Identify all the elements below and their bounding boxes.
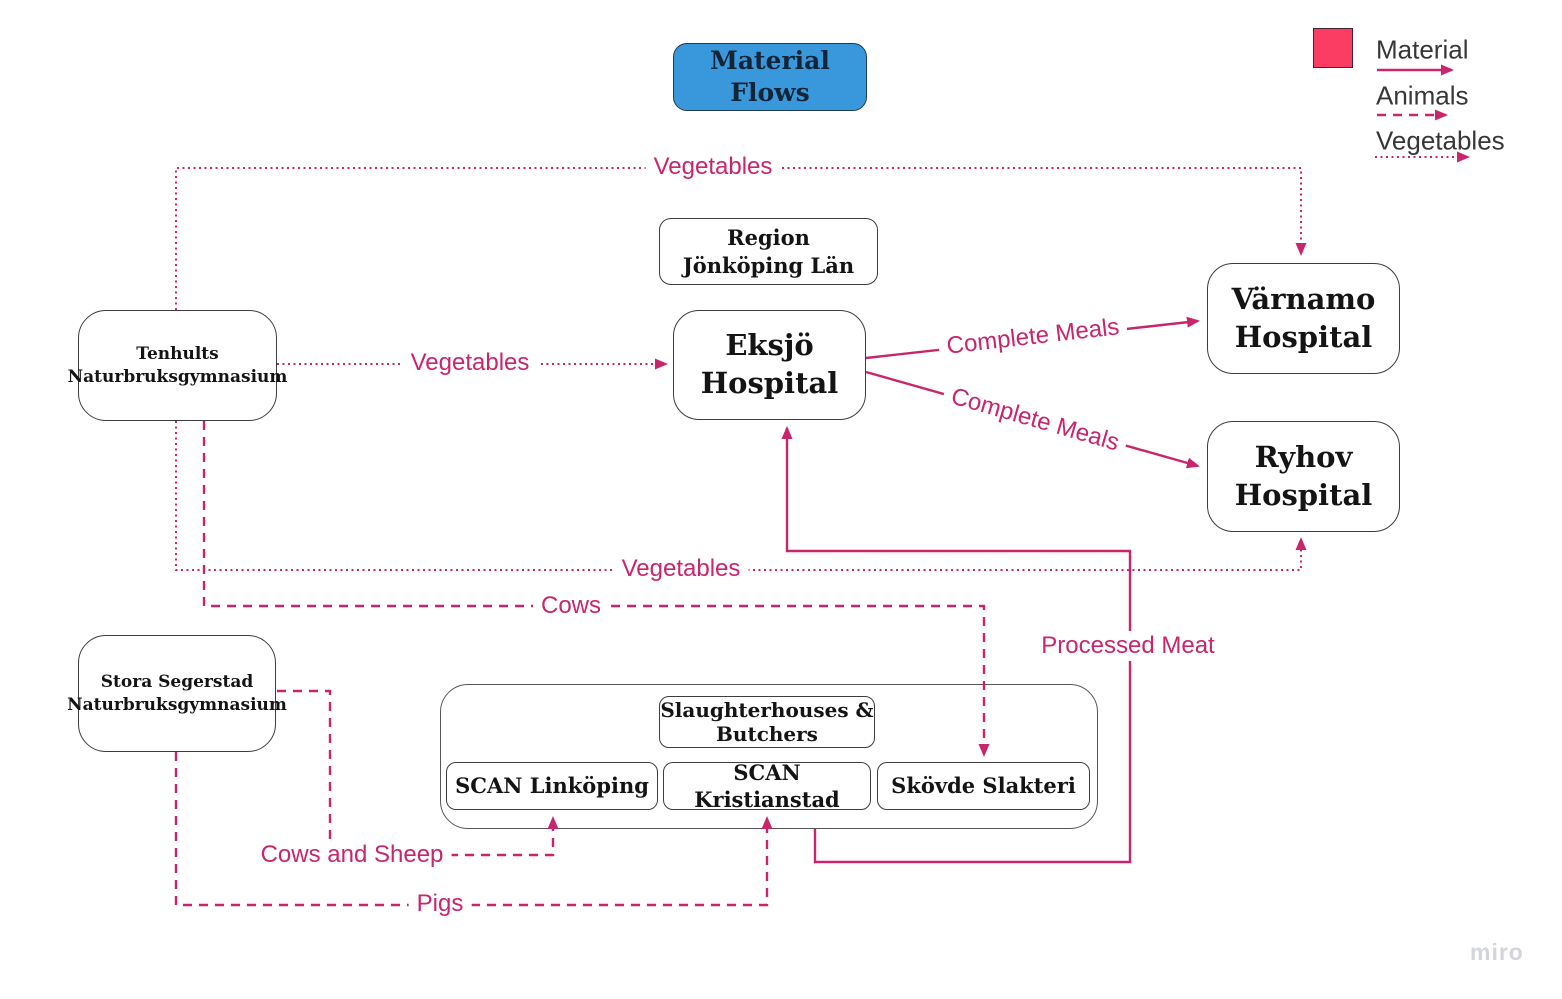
edge-pigs-stora-to-scan-kristianstad[interactable] xyxy=(174,752,773,907)
miro-watermark: miro xyxy=(1470,939,1524,965)
edge-label-processed-meat[interactable]: Processed Meat xyxy=(1033,631,1223,661)
legend-item-animals[interactable]: Animals xyxy=(1376,80,1469,111)
node-stora-segerstad-naturbruksgymnasium[interactable]: Stora Segerstad Naturbruksgymnasium xyxy=(67,635,287,752)
edge-label-cows[interactable]: Cows xyxy=(532,591,610,621)
node-tenhults-naturbruksgymnasium[interactable]: Tenhults Naturbruksgymnasium xyxy=(68,310,287,421)
edge-label-vegetables-top[interactable]: Vegetables xyxy=(645,152,781,182)
edge-label-vegetables-middle[interactable]: Vegetables xyxy=(402,348,538,378)
legend-color-swatch[interactable] xyxy=(1313,28,1353,68)
node-scan-linkoping[interactable]: SCAN Linköping xyxy=(446,762,658,810)
node-region-jonkoping-lan[interactable]: Region Jönköping Län xyxy=(659,218,878,285)
node-scan-kristianstad[interactable]: SCAN Kristianstad xyxy=(663,760,871,812)
legend-item-vegetables[interactable]: Vegetables xyxy=(1376,125,1505,156)
edge-vegetables-tenhults-to-ryhov[interactable] xyxy=(175,421,1307,571)
node-varnamo-hospital[interactable]: Värnamo Hospital xyxy=(1207,263,1400,374)
diagram-title-shape[interactable]: Material Flows xyxy=(673,43,867,111)
edge-label-cows-and-sheep[interactable]: Cows and Sheep xyxy=(252,840,452,870)
edge-label-vegetables-bottom[interactable]: Vegetables xyxy=(613,554,749,584)
node-eksjo-hospital[interactable]: Eksjö Hospital xyxy=(673,310,866,420)
node-slaughterhouses-butchers[interactable]: Slaughterhouses & Butchers xyxy=(659,696,875,748)
edge-label-pigs[interactable]: Pigs xyxy=(408,889,472,919)
edge-processed-meat-to-eksjo[interactable] xyxy=(781,426,1132,864)
node-skovde-slakteri[interactable]: Skövde Slakteri xyxy=(877,762,1090,810)
node-ryhov-hospital[interactable]: Ryhov Hospital xyxy=(1207,421,1400,532)
legend-item-material[interactable]: Material xyxy=(1376,34,1469,65)
